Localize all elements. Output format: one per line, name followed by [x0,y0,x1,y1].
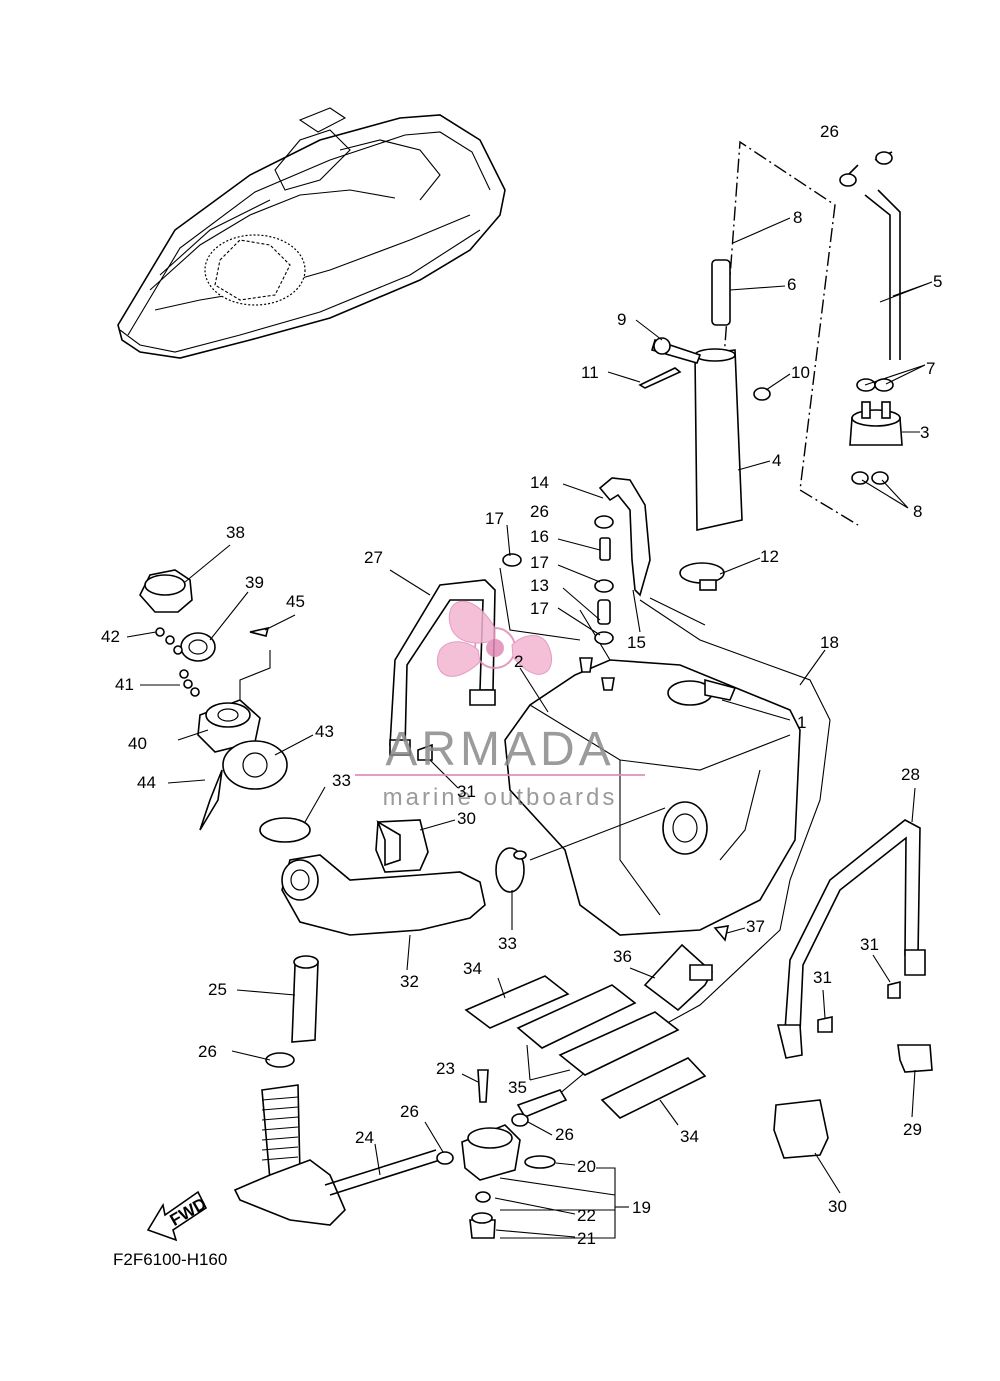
fuel-filter [461,1069,616,1239]
part-label-34-lower: 34 [680,1127,699,1146]
propeller-logo [436,600,553,677]
part-label-44: 44 [137,773,156,792]
leader-lines [126,217,933,1238]
fuel-tank [504,597,831,1111]
part-label-13: 13 [530,576,549,595]
part-label-26-filter: 26 [555,1125,574,1144]
part-label-5: 5 [933,272,942,291]
fwd-arrow: FWD [146,1190,210,1242]
part-label-30-right: 30 [828,1197,847,1216]
tank-brackets [389,579,926,1059]
part-label-10: 10 [791,363,810,382]
part-label-29: 29 [903,1120,922,1139]
part-label-4: 4 [772,451,781,470]
part-label-26-top: 26 [820,122,839,141]
part-label-36: 36 [613,947,632,966]
part-label-2: 2 [514,652,523,671]
part-label-17-a: 17 [485,509,504,528]
part-label-18: 18 [820,633,839,652]
watermark-tagline: marine outboards [383,784,618,811]
part-label-43: 43 [315,722,334,741]
part-label-45: 45 [286,592,305,611]
part-label-42: 42 [101,627,120,646]
hose-holders [375,743,933,1159]
part-label-30-left: 30 [457,809,476,828]
part-label-37: 37 [746,917,765,936]
vent-hose-assembly [233,955,568,1226]
part-label-3: 3 [920,423,929,442]
armada-watermark: ARMADA marine outboards [355,600,645,811]
part-label-23: 23 [436,1059,455,1078]
part-label-9: 9 [617,310,626,329]
tank-pads [464,925,730,1119]
breather-assembly [638,140,859,591]
part-label-31-left: 31 [457,782,476,801]
watermark-brand: ARMADA [385,723,614,776]
part-label-33-lower: 33 [498,934,517,953]
part-label-7: 7 [926,359,935,378]
part-label-24: 24 [355,1128,374,1147]
part-label-27: 27 [364,548,383,567]
part-label-17-c: 17 [530,599,549,618]
part-label-28: 28 [901,765,920,784]
part-label-26-hose: 26 [400,1102,419,1121]
watercraft-overview-drawing [117,107,506,359]
part-label-16: 16 [530,527,549,546]
part-label-8: 8 [793,208,802,227]
part-label-34-upper: 34 [463,959,482,978]
part-labels: 1 2 3 4 5 6 7 8 8 9 10 11 12 13 14 15 16… [101,122,942,1248]
part-label-32: 32 [400,972,419,991]
part-label-31-mid: 31 [813,968,832,987]
part-label-14: 14 [530,473,549,492]
part-label-25: 25 [208,980,227,999]
part-label-40: 40 [128,734,147,753]
part-label-15: 15 [627,633,646,652]
part-label-22: 22 [577,1206,596,1225]
part-label-39: 39 [245,573,264,592]
part-label-20: 20 [577,1157,596,1176]
part-label-6: 6 [787,275,796,294]
fuel-gauge-unit [839,151,903,485]
part-label-26-fitting: 26 [530,502,549,521]
part-label-12: 12 [760,547,779,566]
filler-hose [281,807,666,936]
part-label-8-lower: 8 [913,502,922,521]
part-label-33-upper: 33 [332,771,351,790]
part-label-26-vent: 26 [198,1042,217,1061]
filler-cap-assembly [139,569,311,843]
part-label-17-b: 17 [530,553,549,572]
part-label-19: 19 [632,1198,651,1217]
part-label-11: 11 [581,363,599,382]
part-label-41: 41 [115,675,134,694]
part-label-21: 21 [577,1229,596,1248]
part-label-1: 1 [797,713,806,732]
fuel-line-fittings [499,477,651,691]
part-label-31-right: 31 [860,935,879,954]
diagram-code: F2F6100-H160 [113,1250,227,1269]
part-label-35: 35 [508,1078,527,1097]
part-label-38: 38 [226,523,245,542]
